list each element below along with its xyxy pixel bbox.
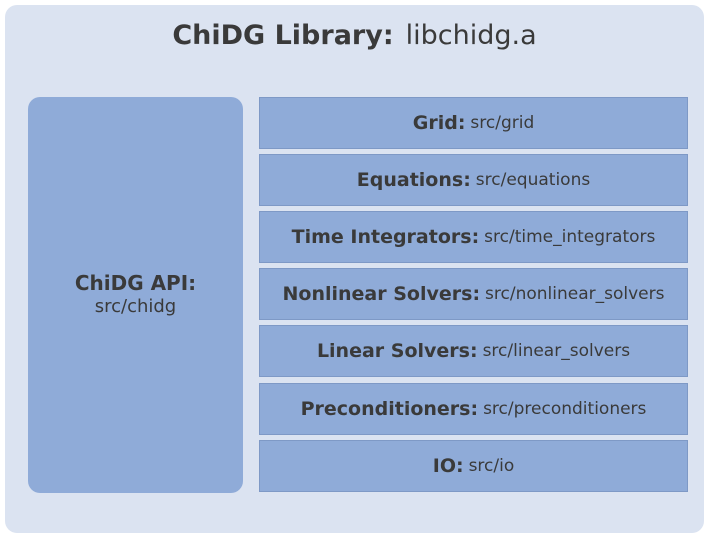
api-box: ChiDG API: src/chidg (28, 97, 243, 493)
module-label: Nonlinear Solvers: (282, 283, 481, 305)
module-equations: Equations: src/equations (259, 154, 688, 206)
module-label: Linear Solvers: (316, 340, 478, 362)
module-label: Equations: (356, 169, 471, 191)
api-path: src/chidg (94, 296, 177, 317)
module-label: Grid: (412, 112, 466, 134)
api-label: ChiDG API: (74, 271, 197, 295)
module-path: src/time_integrators (484, 227, 656, 247)
module-io: IO: src/io (259, 440, 688, 492)
library-container: ChiDG Library: libchidg.a ChiDG API: src/… (5, 5, 704, 533)
module-path: src/linear_solvers (482, 341, 631, 361)
module-nonlinear-solvers: Nonlinear Solvers: src/nonlinear_solvers (259, 268, 688, 320)
module-path: src/grid (470, 113, 535, 133)
module-path: src/preconditioners (483, 399, 647, 419)
module-time-integrators: Time Integrators: src/time_integrators (259, 211, 688, 263)
module-preconditioners: Preconditioners: src/preconditioners (259, 383, 688, 435)
module-linear-solvers: Linear Solvers: src/linear_solvers (259, 325, 688, 377)
module-label: Preconditioners: (300, 398, 479, 420)
module-grid: Grid: src/grid (259, 97, 688, 149)
library-title-file: libchidg.a (405, 20, 537, 51)
module-path: src/io (468, 456, 515, 476)
module-path: src/nonlinear_solvers (485, 284, 665, 304)
module-label: IO: (432, 455, 464, 477)
library-title: ChiDG Library: libchidg.a (5, 20, 704, 51)
module-label: Time Integrators: (291, 226, 480, 248)
library-title-label: ChiDG Library: (172, 20, 394, 51)
module-path: src/equations (475, 170, 591, 190)
